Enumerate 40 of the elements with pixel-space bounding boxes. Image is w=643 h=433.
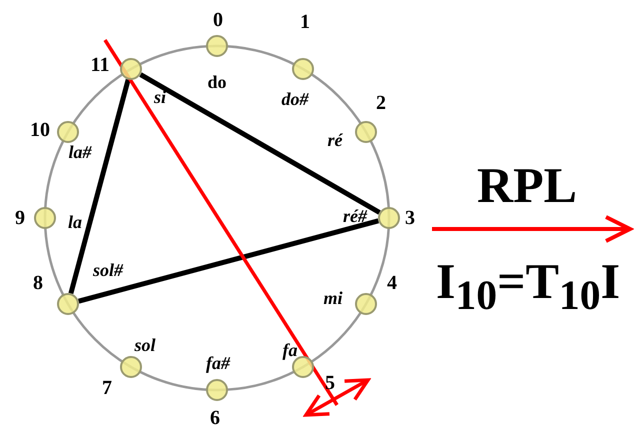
pitch-class-dot (34, 207, 56, 229)
note-name: ré# (343, 207, 367, 225)
pitch-number: 4 (387, 273, 397, 293)
note-name: la# (68, 143, 92, 161)
pitch-number: 10 (30, 120, 50, 140)
pitch-class-dot (206, 35, 228, 57)
pitch-number: 6 (210, 408, 220, 428)
note-name: ré (328, 131, 342, 149)
pitch-number: 7 (102, 378, 112, 398)
note-name: fa (282, 341, 298, 359)
pitch-number: 2 (376, 93, 386, 113)
pitch-class-dot (120, 58, 142, 80)
note-name: fa# (206, 354, 230, 372)
pitch-class-dot (120, 356, 142, 378)
operation-label: RPL (477, 160, 577, 210)
note-name: sol# (93, 261, 123, 279)
pitch-class-dot (206, 379, 228, 401)
pitch-class-dot (57, 293, 80, 315)
note-name: sol (134, 336, 156, 354)
note-name: si (154, 88, 166, 106)
chord-line (78, 218, 380, 304)
chord-line (68, 79, 131, 294)
pitch-class-dot (354, 293, 377, 315)
note-name: la (68, 213, 82, 231)
pitch-number: 1 (300, 12, 310, 32)
pitch-class-dot (292, 58, 314, 80)
note-name: do# (282, 90, 308, 108)
pitch-number: 9 (15, 208, 25, 228)
note-name: mi (324, 289, 342, 307)
pitch-number: 5 (325, 373, 335, 393)
pitch-class-dot (378, 207, 400, 229)
note-name: do (208, 73, 226, 91)
pitch-class-dot (354, 121, 377, 143)
pitch-class-dot (57, 121, 80, 143)
pitch-number: 0 (213, 10, 223, 30)
equation: I$_{10}$=T$_{10}$I (436, 256, 620, 318)
pitch-number: 8 (33, 273, 43, 293)
pitch-number: 3 (405, 208, 415, 228)
pitch-number: 11 (90, 55, 110, 75)
chord-line (139, 72, 381, 215)
